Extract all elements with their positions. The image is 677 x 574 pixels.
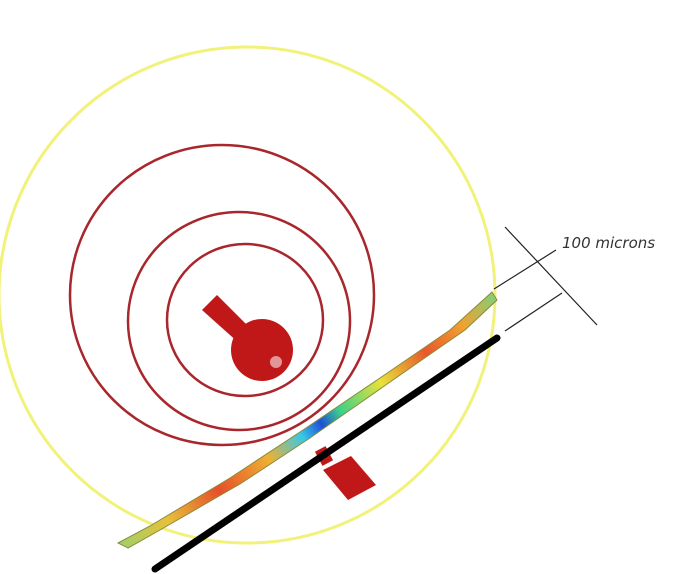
colored-band: [116, 291, 498, 549]
contour-ring-inner: [165, 242, 325, 398]
contour-ring-outer: [68, 143, 376, 447]
outer-circle: [0, 45, 497, 545]
keyhole-marker-icon: [202, 295, 293, 381]
scale-label: 100 microns: [562, 234, 655, 252]
baseline: [151, 334, 501, 573]
contour-ring-middle: [126, 210, 352, 432]
dimension-line: [504, 226, 598, 326]
dimension-extension-upper: [493, 249, 557, 290]
contour-rings: [68, 143, 376, 447]
dimension-extension-lower: [504, 292, 563, 332]
scale-bar: [493, 226, 598, 332]
